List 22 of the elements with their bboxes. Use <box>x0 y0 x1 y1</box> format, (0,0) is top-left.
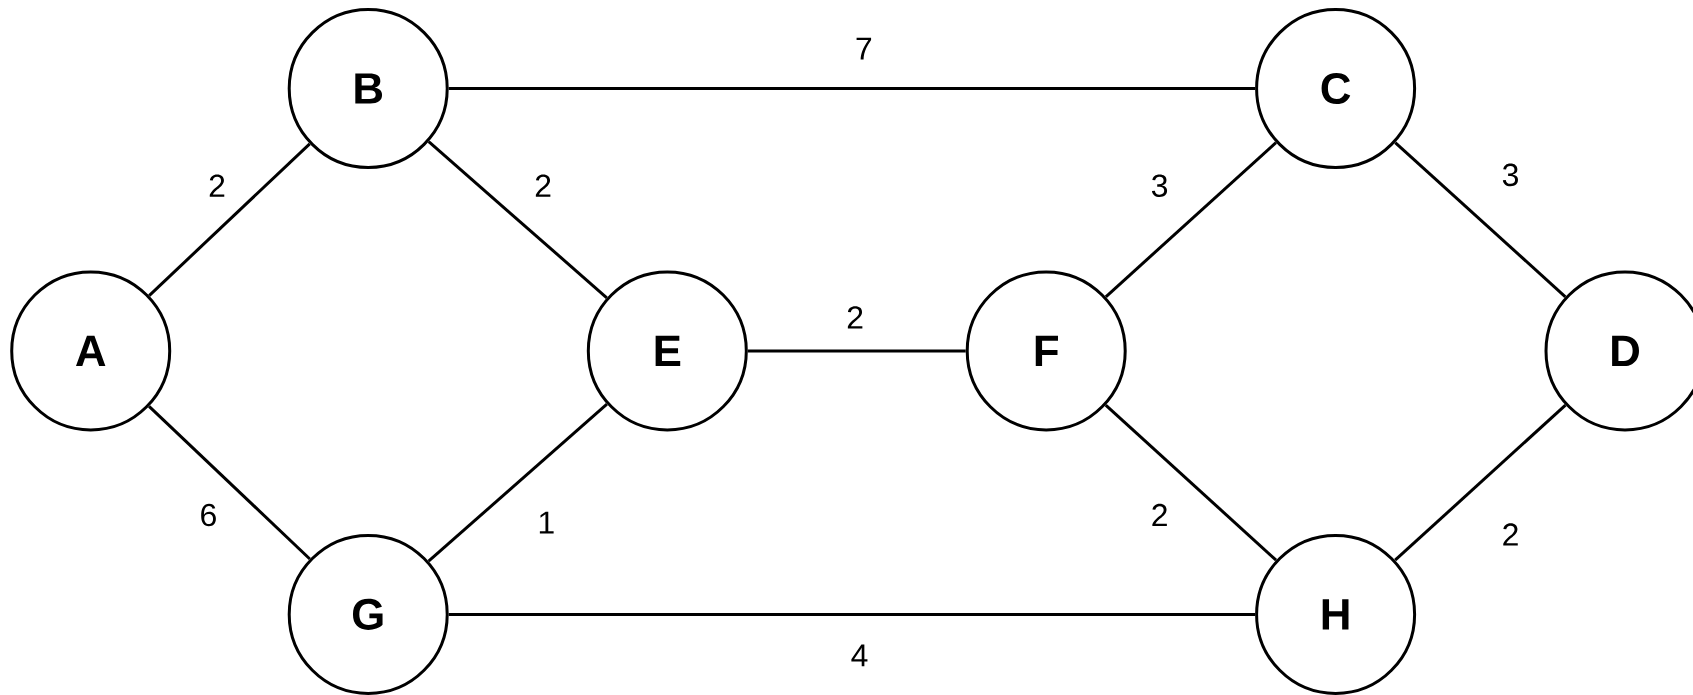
edge-label: 1 <box>539 511 554 534</box>
edge-label: 3 <box>1502 163 1518 187</box>
edge-line <box>427 403 608 563</box>
edge-line <box>448 87 1256 90</box>
edge-label: 4 <box>851 644 868 667</box>
edge-line <box>747 349 966 353</box>
edge-line <box>427 140 608 299</box>
edge-line <box>448 612 1256 616</box>
edge-label: 3 <box>1151 174 1168 197</box>
edge-line <box>148 405 311 561</box>
edge-label: 2 <box>1152 503 1167 527</box>
edge-label: 2 <box>1503 523 1518 546</box>
edge-line <box>1394 141 1567 298</box>
edge-label: 7 <box>856 37 872 60</box>
edge-line <box>148 142 311 297</box>
edge-label: 2 <box>847 306 863 329</box>
edge-line <box>1104 404 1278 562</box>
edge-line <box>1394 404 1567 562</box>
edge-label: 2 <box>535 174 551 197</box>
edge-label: 6 <box>201 503 216 527</box>
edge-line <box>1104 141 1277 298</box>
edge-label: 2 <box>209 174 225 197</box>
